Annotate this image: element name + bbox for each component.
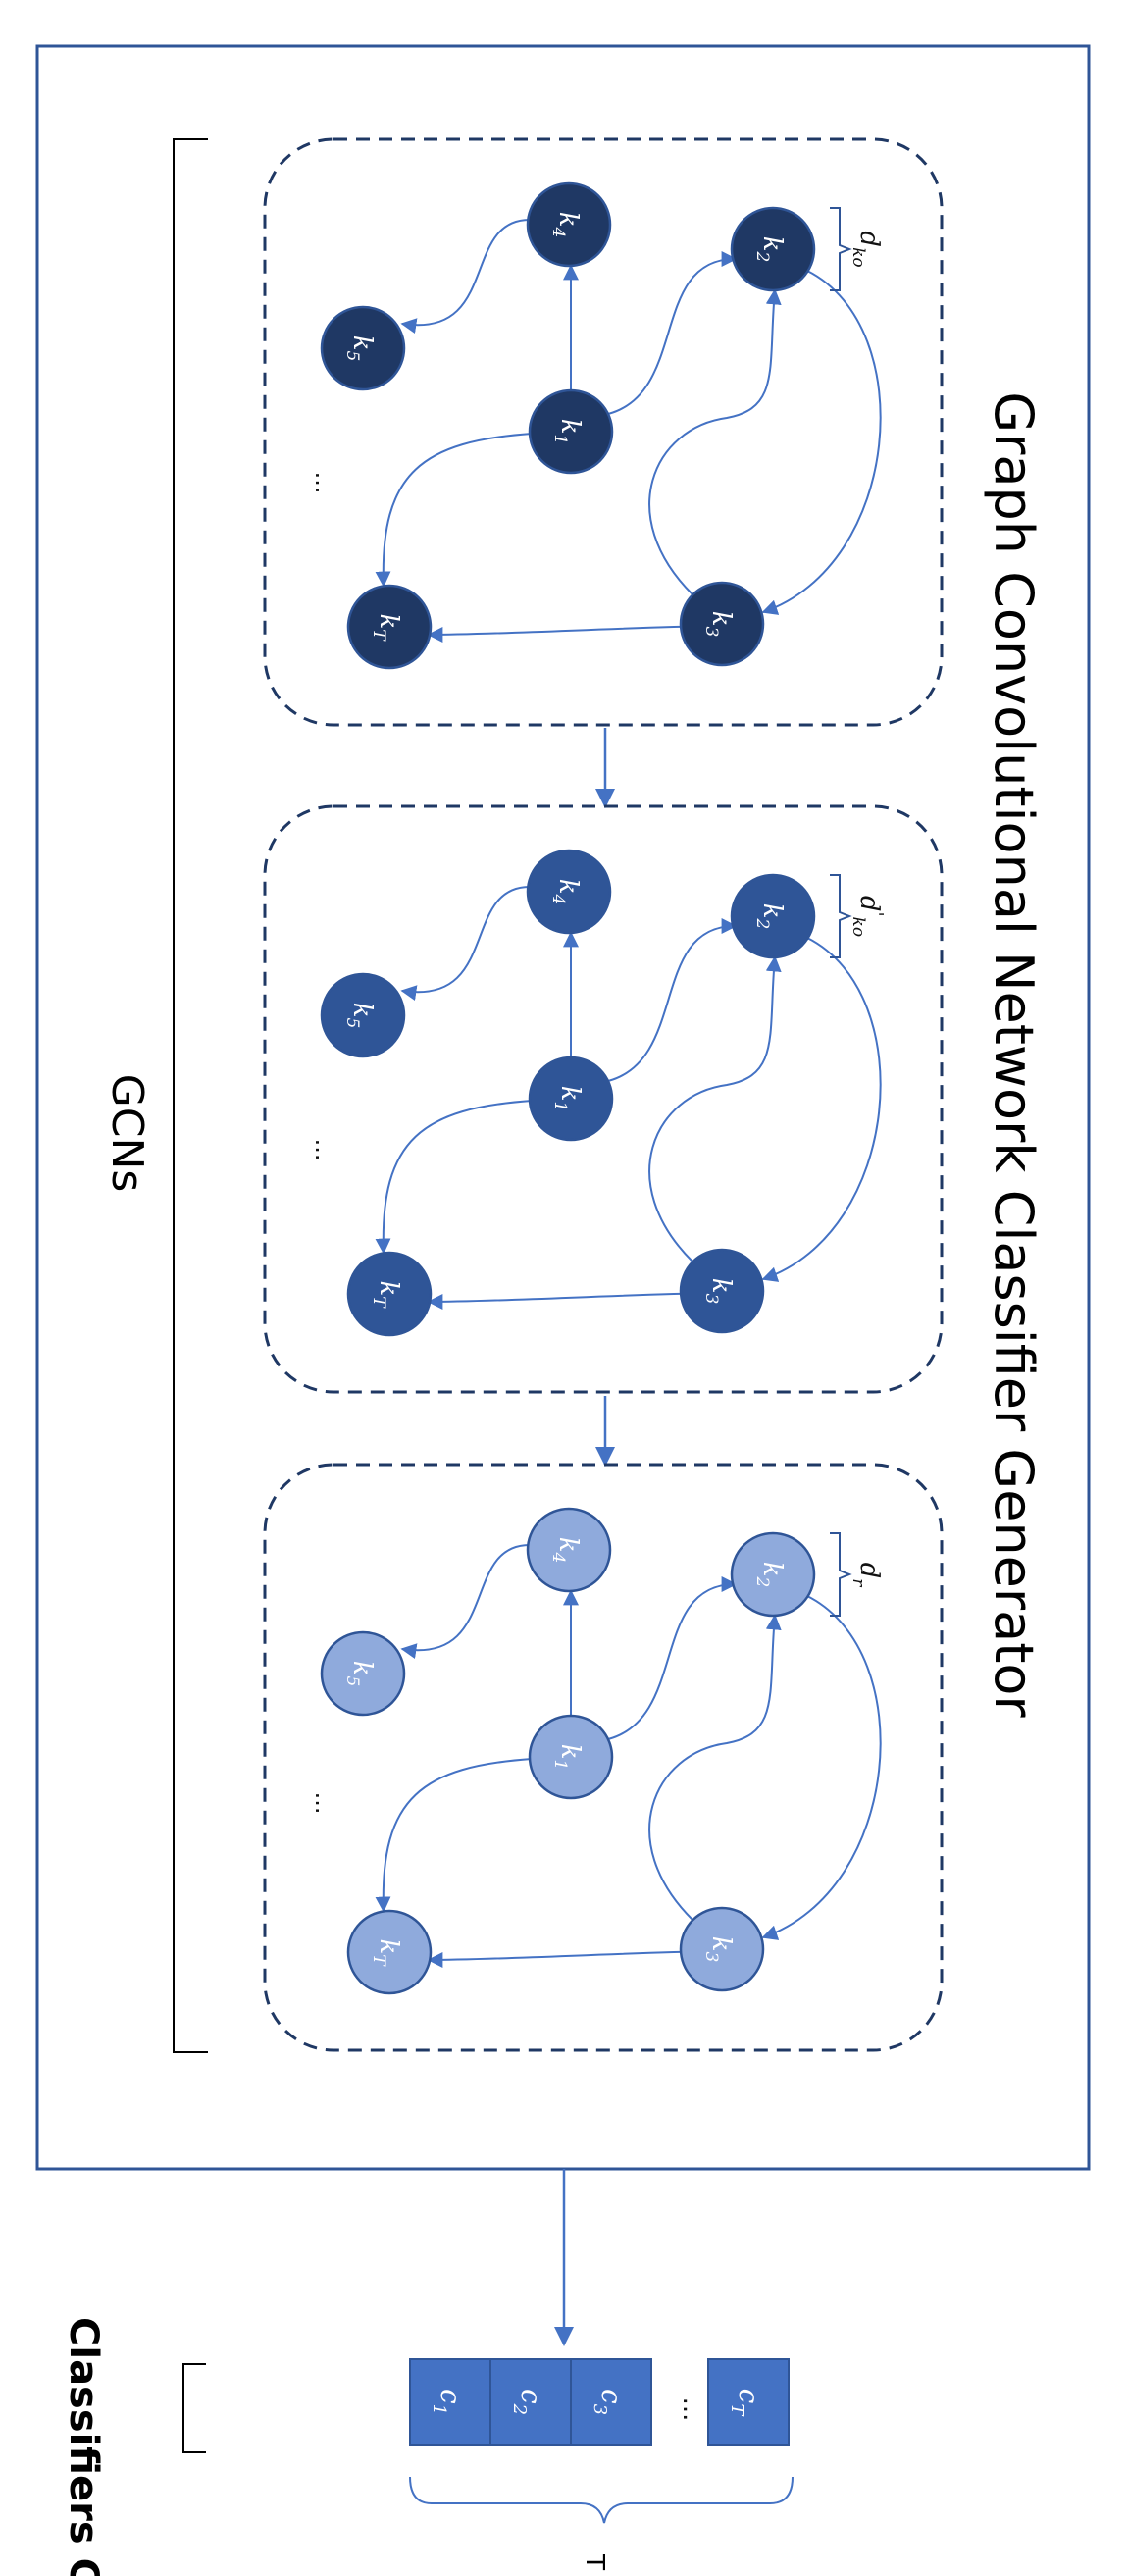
dimension-brace — [830, 1532, 852, 1617]
node-k4: k4 — [526, 1507, 612, 1593]
edge-k3-kT — [427, 1292, 713, 1310]
layer-mid: k1 k2 k3 k4 k5 kT... d'ko — [263, 804, 944, 1394]
dimension-brace — [830, 207, 852, 291]
node-label-k1: k1 — [550, 1086, 585, 1112]
gcn-layers: k1k2k3k4k5kT...dkok1k2k3k4k5kT...d'kok1k… — [263, 137, 944, 2052]
node-label-k5: k5 — [342, 1661, 377, 1687]
node-ellipsis: ... — [310, 472, 337, 494]
classifier-cell-3: c3 — [570, 2358, 652, 2446]
edge-k3-k2 — [648, 288, 782, 595]
node-k1: k1 — [528, 388, 614, 475]
node-label-k3: k3 — [701, 1936, 736, 1963]
classifier-cell-1: c1 — [409, 2358, 491, 2446]
node-k3: k3 — [679, 1906, 765, 1992]
node-label-k5: k5 — [342, 1003, 377, 1029]
edge-k4-k5 — [400, 1544, 531, 1660]
edge-k4-k5 — [400, 219, 531, 335]
diagram-title: Graph Convolutional Network Classifier G… — [983, 391, 1045, 1718]
node-k5: k5 — [320, 1630, 406, 1717]
classifier-label: c1 — [429, 2389, 467, 2415]
layer-container — [263, 804, 944, 1394]
node-k4: k4 — [526, 849, 612, 935]
classifiers-section: c1 c2 c3 cT ... Classifiers C T — [61, 2317, 794, 2576]
layer-container — [263, 1463, 944, 2052]
layer-light: k1 k2 k3 k4 k5 kT... dr — [263, 1463, 944, 2052]
classifier-cell-4: cT — [707, 2358, 790, 2446]
node-label-kT: kT — [369, 613, 403, 642]
node-k3: k3 — [679, 581, 765, 667]
node-label-k3: k3 — [701, 1278, 736, 1305]
node-label-k4: k4 — [548, 1537, 583, 1564]
node-kT: kT — [346, 584, 433, 670]
layer-dark: k1 k2 k3 k4 k5 kT... dko — [263, 137, 944, 727]
classifier-brace — [409, 2476, 794, 2524]
node-label-k2: k2 — [752, 236, 787, 263]
edge-k2-k3 — [761, 270, 882, 615]
edge-k1-kT — [375, 1758, 533, 1913]
edge-k3-kT — [427, 625, 713, 643]
edge-k3-kT — [427, 1950, 713, 1968]
node-k5: k5 — [320, 972, 406, 1058]
layer-container — [263, 137, 944, 727]
node-ellipsis: ... — [310, 1139, 337, 1161]
classifier-label: c2 — [509, 2389, 547, 2415]
classifier-small-bracket — [182, 2363, 206, 2453]
node-label-k4: k4 — [548, 212, 583, 238]
node-label-k2: k2 — [752, 1562, 787, 1588]
classifier-cell-2: c2 — [489, 2358, 572, 2446]
node-k2: k2 — [730, 873, 816, 959]
dimension-label: dko — [848, 231, 884, 267]
edge-k1-k2 — [607, 251, 738, 415]
gcns-bracket — [173, 138, 208, 2053]
classifier-label: c3 — [590, 2389, 628, 2415]
t-label: T — [580, 2553, 609, 2570]
gcns-label: GCNs — [102, 1074, 152, 1193]
node-ellipsis: ... — [310, 1792, 337, 1815]
classifier-ellipsis: ... — [677, 2397, 706, 2422]
node-label-k1: k1 — [550, 419, 585, 445]
edge-k2-k3 — [761, 1595, 882, 1940]
edge-k1-kT — [375, 433, 533, 588]
node-k2: k2 — [730, 206, 816, 292]
edge-k1-kT — [375, 1100, 533, 1255]
dimension-label: d'ko — [848, 896, 887, 937]
node-label-kT: kT — [369, 1280, 403, 1309]
node-label-kT: kT — [369, 1938, 403, 1967]
edge-k2-k3 — [761, 937, 882, 1282]
node-label-k5: k5 — [342, 335, 377, 362]
classifiers-label: Classifiers C — [61, 2317, 106, 2576]
classifier-label: cT — [727, 2389, 765, 2418]
node-label-k4: k4 — [548, 879, 583, 905]
edge-k3-k2 — [648, 1614, 782, 1921]
node-k5: k5 — [320, 305, 406, 391]
edge-k1-k2 — [607, 1576, 738, 1740]
edge-k1-k2 — [607, 918, 738, 1082]
node-label-k2: k2 — [752, 903, 787, 930]
node-k1: k1 — [528, 1714, 614, 1800]
node-k2: k2 — [730, 1531, 816, 1618]
node-k1: k1 — [528, 1056, 614, 1142]
dimension-brace — [830, 874, 852, 958]
node-kT: kT — [346, 1251, 433, 1337]
node-kT: kT — [346, 1909, 433, 1995]
dimension-label: dr — [848, 1563, 884, 1588]
node-k4: k4 — [526, 181, 612, 268]
edge-k3-k2 — [648, 955, 782, 1262]
edge-k4-k5 — [400, 886, 531, 1002]
node-label-k1: k1 — [550, 1744, 585, 1771]
node-label-k3: k3 — [701, 611, 736, 638]
node-k3: k3 — [679, 1248, 765, 1334]
